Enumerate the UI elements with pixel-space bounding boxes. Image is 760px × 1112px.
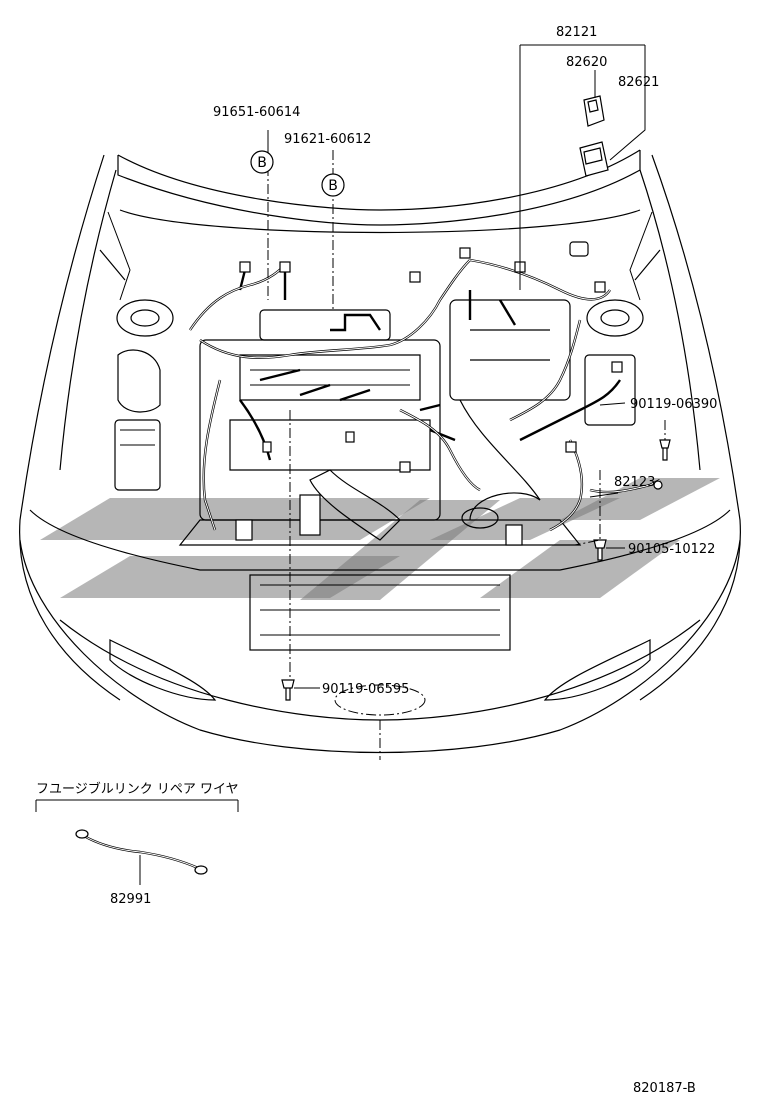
right-headlight xyxy=(543,639,651,701)
coolant-reservoir xyxy=(117,349,161,413)
leader-lines xyxy=(267,44,666,760)
fuse-box xyxy=(584,354,636,426)
label-90119-06595: 90119-06595 xyxy=(322,682,409,697)
engine-components xyxy=(114,299,644,541)
intake-manifold xyxy=(309,469,401,541)
bolts xyxy=(281,439,671,701)
air-cleaner-box xyxy=(449,299,571,401)
badge-b-right-text: B xyxy=(328,178,338,194)
front-grille xyxy=(249,574,511,651)
diagram-id: 820187-B xyxy=(633,1081,696,1096)
label-82991: 82991 xyxy=(110,892,151,907)
left-fender xyxy=(19,154,121,701)
label-91651-60614: 91651-60614 xyxy=(213,105,300,120)
engine-block xyxy=(199,339,441,521)
battery xyxy=(114,419,161,491)
left-headlight xyxy=(109,639,217,701)
bolt-90119-06390-drawing xyxy=(659,439,671,461)
bolt-90119-06595-drawing xyxy=(281,679,295,701)
clamp-badges: B B xyxy=(250,150,345,197)
emblem-outline xyxy=(334,684,426,716)
badge-b-left xyxy=(250,150,274,174)
left-strut-tower xyxy=(116,299,174,337)
relay-parts xyxy=(579,95,609,177)
watermark-logo xyxy=(40,478,720,600)
label-82121: 82121 xyxy=(556,25,597,40)
label-82621: 82621 xyxy=(618,75,659,90)
label-82123: 82123 xyxy=(614,475,655,490)
right-fender xyxy=(639,154,741,701)
hood-outline xyxy=(117,149,641,211)
label-91621-60612: 91621-60612 xyxy=(284,132,371,147)
bolt-90105-10122-drawing xyxy=(593,539,607,561)
wire-harness xyxy=(189,241,663,546)
label-82620: 82620 xyxy=(566,55,607,70)
label-90105-10122: 90105-10122 xyxy=(628,542,715,557)
fusible-link-title: フユージブルリンク リペア ワイヤ xyxy=(36,781,239,797)
badge-b-left-text: B xyxy=(257,155,267,171)
vehicle-body-outline xyxy=(19,149,741,754)
label-90119-06390: 90119-06390 xyxy=(630,397,717,412)
badge-b-right xyxy=(321,173,345,197)
fusible-link-section: フユージブルリンク リペア ワイヤ 82991 xyxy=(35,781,239,907)
part-labels: 82121 82620 82621 91651-60614 91621-6061… xyxy=(213,25,717,697)
right-strut-tower xyxy=(586,299,644,337)
front-bumper xyxy=(29,509,731,571)
